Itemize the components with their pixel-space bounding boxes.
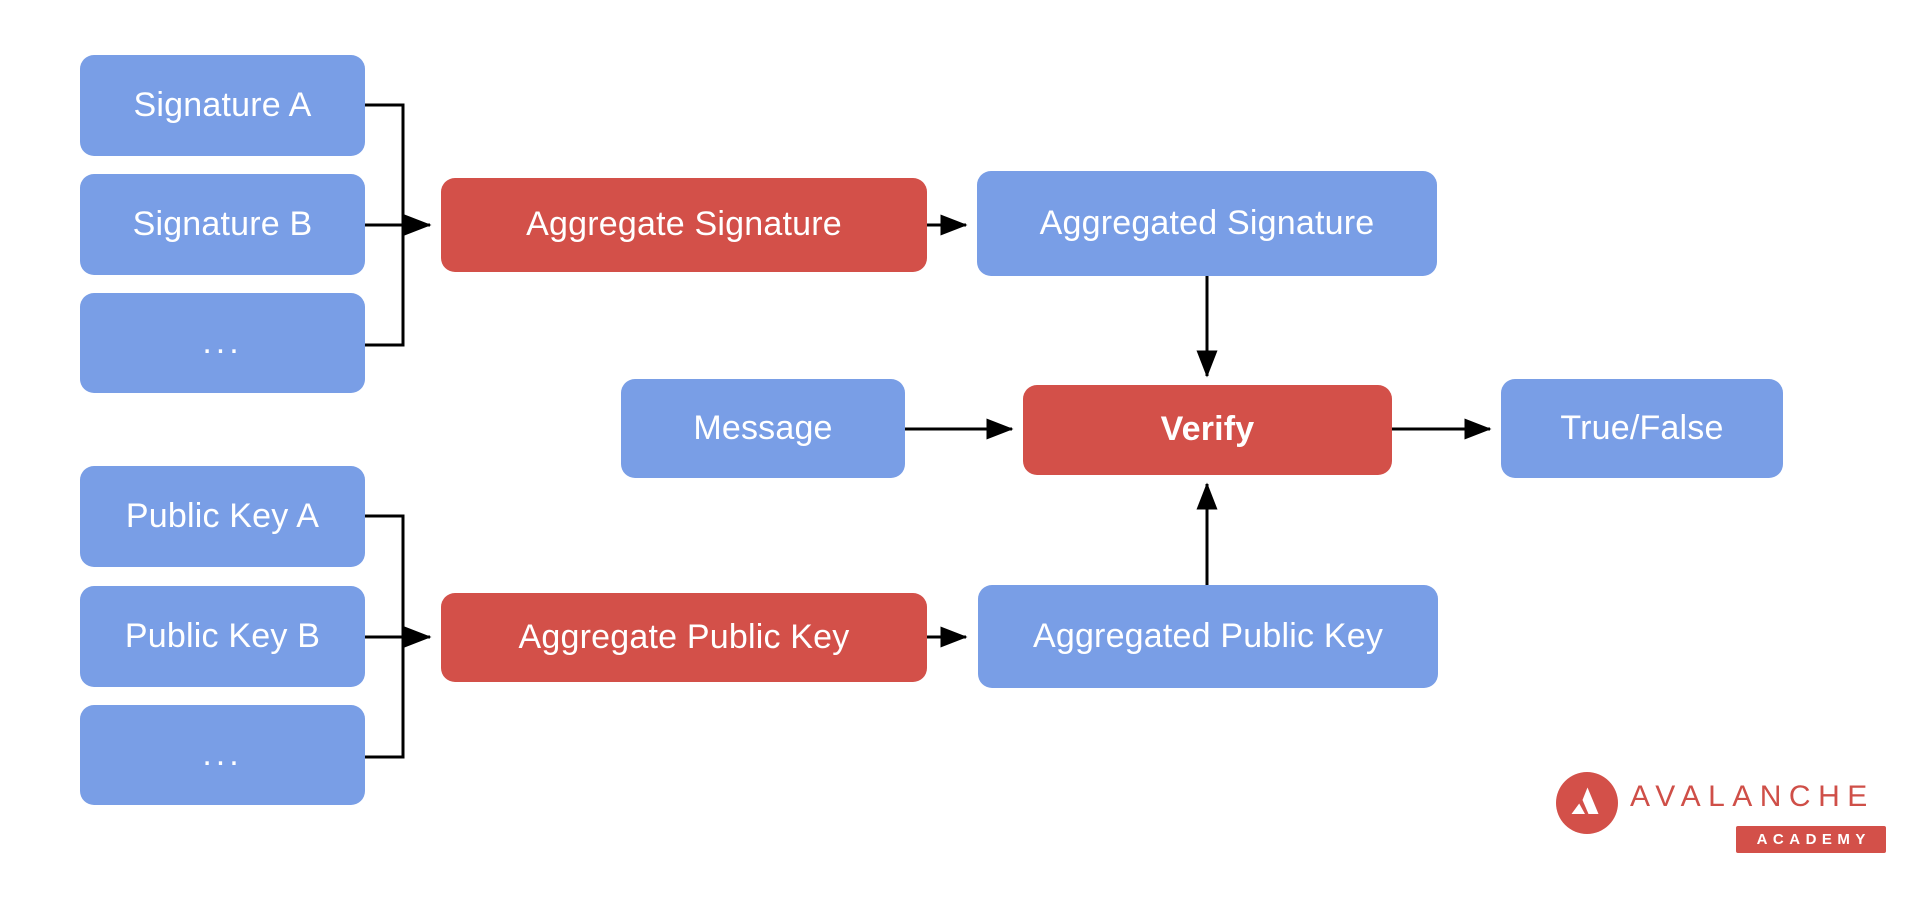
node-aggregate-public-key[interactable]: Aggregate Public Key xyxy=(441,593,927,682)
node-label: Aggregated Public Key xyxy=(1032,616,1384,655)
node-label: Message xyxy=(693,408,833,447)
node-message[interactable]: Message xyxy=(621,379,905,478)
edge-public-key-more-to-aggregate xyxy=(365,637,405,759)
avalanche-wordmark: AVALANCHE xyxy=(1630,780,1875,813)
node-public-key-more[interactable]: ... xyxy=(80,705,365,805)
academy-badge: ACADEMY xyxy=(1736,826,1886,853)
academy-label: ACADEMY xyxy=(1756,831,1871,848)
node-label: Public Key B xyxy=(124,616,321,655)
avalanche-triangle-mark-icon xyxy=(1556,772,1618,834)
node-aggregated-public-key[interactable]: Aggregated Public Key xyxy=(978,585,1438,688)
node-label: Signature A xyxy=(133,85,312,124)
node-signature-b[interactable]: Signature B xyxy=(80,174,365,275)
edge-signature-more-to-aggregate xyxy=(365,225,405,347)
node-public-key-a[interactable]: Public Key A xyxy=(80,466,365,567)
node-aggregate-signature[interactable]: Aggregate Signature xyxy=(441,178,927,272)
node-signature-more[interactable]: ... xyxy=(80,293,365,393)
avalanche-academy-logo: AVALANCHE ACADEMY xyxy=(1556,768,1886,868)
node-label: True/False xyxy=(1560,408,1724,447)
node-label: ... xyxy=(202,735,243,774)
node-public-key-b[interactable]: Public Key B xyxy=(80,586,365,687)
node-aggregated-signature[interactable]: Aggregated Signature xyxy=(977,171,1437,276)
node-label: Signature B xyxy=(132,204,313,243)
node-label: Aggregated Signature xyxy=(1039,203,1375,242)
node-label: Public Key A xyxy=(125,496,320,535)
edge-signature-a-to-aggregate xyxy=(365,103,405,225)
node-label: Verify xyxy=(1160,410,1255,449)
node-verify[interactable]: Verify xyxy=(1023,385,1392,475)
edge-public-key-a-to-aggregate xyxy=(365,514,405,637)
node-signature-a[interactable]: Signature A xyxy=(80,55,365,156)
node-true-false[interactable]: True/False xyxy=(1501,379,1783,478)
node-label: Aggregate Public Key xyxy=(518,617,850,656)
node-label: ... xyxy=(202,323,243,362)
node-label: Aggregate Signature xyxy=(526,205,842,244)
